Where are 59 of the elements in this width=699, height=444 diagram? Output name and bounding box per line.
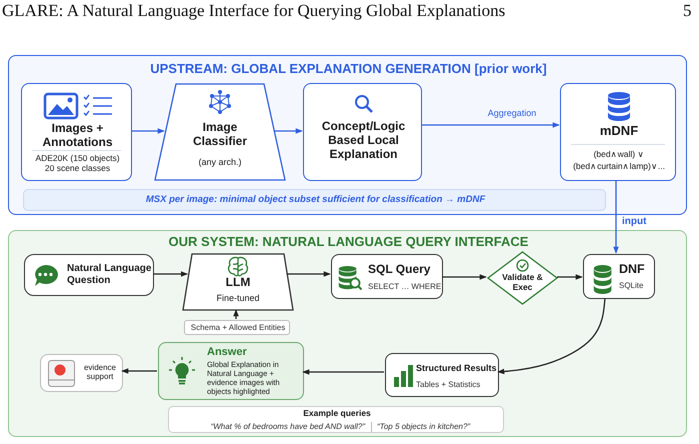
section-title: UPSTREAM: GLOBAL EXPLANATION GENERATION [prior work] xyxy=(149,62,548,77)
process-box xyxy=(303,83,422,181)
node-subtitle: (any arch.) xyxy=(197,157,242,168)
node-subtitle: Fine-tuned xyxy=(215,293,261,304)
note-band xyxy=(23,189,606,211)
code-text: SELECT … WHERE xyxy=(368,282,442,292)
decision-diamond xyxy=(487,251,558,305)
section-panel xyxy=(8,55,687,215)
note-text: MSX per image: minimal object subset sufficient for classification → mDNF xyxy=(144,195,486,206)
arrow xyxy=(421,122,560,128)
node-text: evidence support xyxy=(82,363,118,382)
running-head: GLARE: A Natural Language Interface for Querying Global Explanations xyxy=(2,1,506,21)
context-box xyxy=(184,320,290,335)
answer-box xyxy=(158,342,304,400)
arrow xyxy=(233,309,239,319)
edge-label: Aggregation xyxy=(488,108,536,118)
node-title: Structured Results xyxy=(416,363,498,374)
database-box xyxy=(583,254,655,299)
node-title: LLM xyxy=(224,276,252,290)
page-number: 5 xyxy=(683,1,692,21)
node-title: Image Classifier xyxy=(192,121,248,149)
llm-trapezoid xyxy=(182,253,294,311)
arrow xyxy=(613,180,619,254)
arrow xyxy=(274,128,303,134)
card-subtitle: ADE20K (150 objects) 20 scene classes xyxy=(34,154,121,174)
card-title: mDNF xyxy=(598,124,640,139)
node-subtitle: Tables + Statistics xyxy=(416,380,482,390)
decision-text: Validate & Exec xyxy=(501,272,544,292)
output-box xyxy=(40,354,123,392)
context-text: Schema + Allowed Entities xyxy=(190,323,286,332)
node-title: Natural Language Question xyxy=(67,263,152,286)
input-card xyxy=(21,83,132,181)
example-query: “Top 5 objects in kitchen?” xyxy=(377,422,472,432)
examples-title: Example queries xyxy=(302,409,372,419)
arrow xyxy=(121,368,157,374)
node-title: Answer xyxy=(207,346,248,359)
examples-box xyxy=(168,406,504,433)
input-box xyxy=(24,254,154,296)
arrow xyxy=(286,271,331,277)
card-title: Images + Annotations xyxy=(42,122,114,150)
node-title: DNF xyxy=(619,262,646,276)
classifier-trapezoid xyxy=(154,83,286,181)
edge-label: input xyxy=(622,216,646,227)
arrow xyxy=(557,274,583,280)
node-subtitle: SQLite xyxy=(619,281,644,290)
arrow xyxy=(442,274,487,280)
query-box xyxy=(331,254,443,299)
arrow xyxy=(131,128,165,134)
results-box xyxy=(385,353,499,397)
arrow xyxy=(497,298,606,374)
section-panel xyxy=(8,230,687,437)
formula-text: (bed∧wall) ∨ (bed∧curtain∧lamp)∨... xyxy=(572,149,666,173)
arrow xyxy=(302,369,384,375)
section-title: OUR SYSTEM: NATURAL LANGUAGE QUERY INTERFACE xyxy=(168,235,530,250)
example-query: “What % of bedrooms have bed AND wall?” xyxy=(210,422,365,432)
node-title: SQL Query xyxy=(368,263,432,277)
node-title: Concept/Logic Based Local Explanation xyxy=(320,120,406,162)
arrow xyxy=(153,271,188,277)
database-card xyxy=(560,83,676,181)
